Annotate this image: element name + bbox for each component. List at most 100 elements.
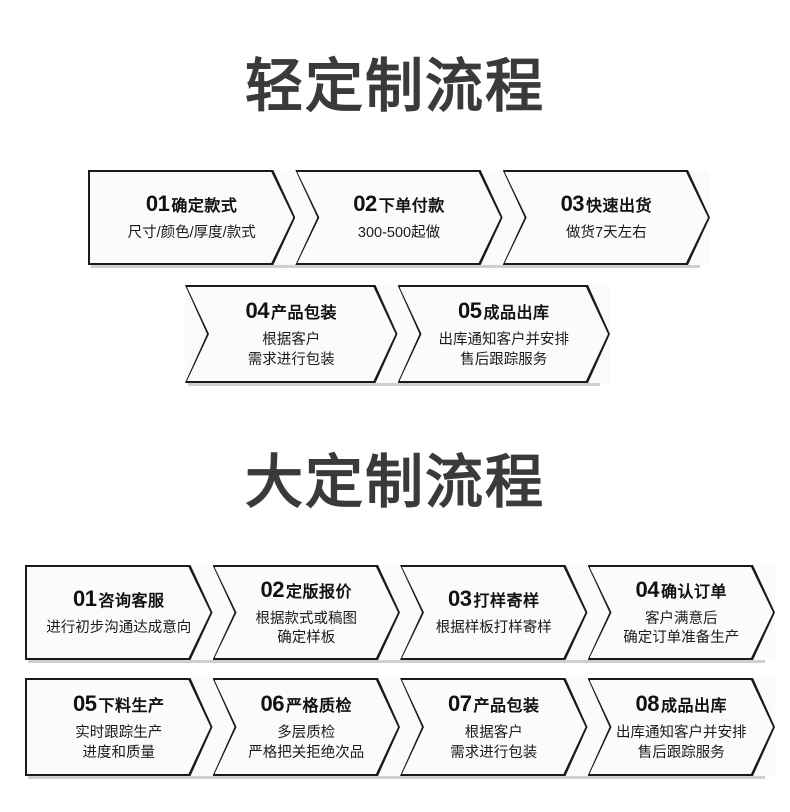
step-title: 确定款式	[171, 198, 238, 216]
step-content: 04 确认订单 客户满意后 确定订单准备生产	[588, 577, 776, 649]
step-title: 咨询客服	[98, 593, 165, 611]
step-description: 出库通知客户并安排 售后跟踪服务	[412, 331, 597, 370]
step-heading: 03 快速出货	[517, 191, 696, 217]
step-title: 严格质检	[285, 698, 352, 716]
step-desc-line-2: 确定样板	[277, 630, 336, 646]
step-content: 05 下料生产 实时跟踪生产 进度和质量	[25, 691, 213, 763]
step-desc-line-1: 根据样板打样寄样	[435, 620, 552, 637]
flow-step-panel[interactable]: 04 确认订单 客户满意后 确定订单准备生产	[587, 565, 776, 660]
big-flow-title: 大定制流程	[244, 450, 545, 515]
flow-step-panel[interactable]: 03 快速出货 做货7天左右	[502, 170, 710, 265]
step-title: 定版报价	[285, 583, 352, 601]
step-content: 06 严格质检 多层质检 严格把关拒绝次品	[213, 691, 401, 763]
step-heading: 01 咨询客服	[39, 586, 199, 612]
step-number: 05	[458, 298, 482, 324]
step-description: 根据客户 需求进行包装	[414, 724, 574, 763]
step-number: 03	[448, 586, 472, 612]
step-heading: 03 打样寄样	[414, 586, 574, 612]
step-heading: 06 严格质检	[227, 691, 387, 717]
step-description: 多层质检 严格把关拒绝次品	[227, 724, 387, 763]
step-description: 根据款式或稿图 确定样板	[227, 610, 387, 649]
step-heading: 07 产品包装	[414, 691, 574, 717]
chevron-shape	[588, 678, 776, 776]
flow-step-panel[interactable]: 07 产品包装 根据客户 需求进行包装	[400, 678, 588, 776]
step-number: 03	[560, 191, 585, 217]
step-content: 08 成品出库 出库通知客户并安排 售后跟踪服务	[588, 691, 776, 763]
flow-step-panel[interactable]: 02 下单付款 300-500起做	[295, 170, 503, 265]
step-number: 08	[635, 691, 660, 717]
step-content: 02 下单付款 300-500起做	[295, 191, 502, 243]
step-desc-line-2: 确定订单准备生产	[623, 630, 740, 646]
step-title: 成品出库	[660, 698, 727, 716]
step-desc-line-1: 进行初步沟通达成意向	[46, 620, 192, 637]
step-description: 根据样板打样寄样	[414, 619, 574, 638]
step-title: 产品包装	[473, 698, 540, 716]
step-title: 下单付款	[378, 198, 445, 216]
step-description: 尺寸/颜色/厚度/款式	[102, 224, 281, 243]
step-number: 04	[635, 576, 660, 602]
step-desc-line-1: 出库通知客户并安排	[616, 725, 747, 742]
step-description: 300-500起做	[309, 224, 488, 243]
flow-step-panel[interactable]: 05 成品出库 出库通知客户并安排 售后跟踪服务	[397, 285, 611, 383]
light-flow-title-wrap: 轻定制流程	[0, 0, 790, 116]
step-desc-line-1: 实时跟踪生产	[75, 725, 163, 742]
big-flow-row-1: 01 咨询客服 进行初步沟通达成意向 02 定版报价 根据款式或稿图 确定样板	[25, 565, 776, 663]
step-description: 出库通知客户并安排 售后跟踪服务	[602, 724, 762, 763]
flow-step-panel[interactable]: 01 确定款式 尺寸/颜色/厚度/款式	[88, 170, 296, 265]
big-flow-row-2: 05 下料生产 实时跟踪生产 进度和质量 06 严格质检 多层质检 严格把关拒绝…	[25, 678, 776, 779]
flow-step-panel[interactable]: 08 成品出库 出库通知客户并安排 售后跟踪服务	[587, 678, 776, 776]
step-title: 成品出库	[483, 305, 550, 323]
step-desc-line-1: 做货7天左右	[566, 225, 647, 242]
chevron-shape	[213, 678, 401, 776]
step-heading: 08 成品出库	[602, 691, 762, 717]
step-desc-line-2: 严格把关拒绝次品	[248, 744, 365, 761]
step-title: 确认订单	[660, 583, 727, 601]
step-title: 快速出货	[586, 198, 653, 216]
flow-step-panel[interactable]: 06 严格质检 多层质检 严格把关拒绝次品	[212, 678, 401, 776]
flow-step-panel[interactable]: 05 下料生产 实时跟踪生产 进度和质量	[25, 678, 213, 776]
flow-step-panel[interactable]: 04 产品包装 根据客户 需求进行包装	[185, 285, 398, 383]
flow-step-panel[interactable]: 02 定版报价 根据款式或稿图 确定样板	[212, 565, 401, 660]
step-number: 02	[260, 576, 285, 602]
step-heading: 02 定版报价	[227, 577, 387, 603]
step-number: 01	[145, 191, 170, 217]
step-content: 01 咨询客服 进行初步沟通达成意向	[25, 586, 213, 638]
step-content: 01 确定款式 尺寸/颜色/厚度/款式	[88, 191, 295, 243]
light-flow-row-2: 04 产品包装 根据客户 需求进行包装 05 成品出库 出库通知客户并安排 售后…	[185, 285, 611, 386]
step-description: 客户满意后 确定订单准备生产	[602, 610, 762, 649]
row-shadow	[188, 383, 600, 386]
flow-step-panel[interactable]: 01 咨询客服 进行初步沟通达成意向	[25, 565, 213, 660]
step-number: 02	[353, 191, 377, 217]
chevron-shape	[398, 285, 611, 383]
step-content: 04 产品包装 根据客户 需求进行包装	[185, 298, 398, 370]
step-title: 打样寄样	[473, 593, 540, 611]
step-heading: 04 确认订单	[602, 577, 762, 603]
light-flow-title: 轻定制流程	[244, 54, 545, 119]
step-number: 04	[245, 298, 270, 324]
step-desc-line-1: 300-500起做	[357, 225, 441, 242]
step-heading: 04 产品包装	[199, 298, 384, 324]
step-number: 06	[260, 691, 285, 717]
row-shadow	[91, 265, 700, 268]
chevron-shape	[295, 170, 502, 265]
flow-step-panel[interactable]: 03 打样寄样 根据样板打样寄样	[400, 565, 588, 660]
step-content: 03 打样寄样 根据样板打样寄样	[400, 586, 588, 638]
step-content: 05 成品出库 出库通知客户并安排 售后跟踪服务	[398, 298, 611, 370]
step-number: 07	[448, 691, 472, 717]
chevron-shape	[588, 565, 776, 660]
step-number: 01	[73, 586, 97, 612]
step-heading: 01 确定款式	[102, 191, 281, 217]
chevron-shape	[213, 565, 401, 660]
light-flow-row-1: 01 确定款式 尺寸/颜色/厚度/款式 02 下单付款 300-500起做	[88, 170, 710, 268]
step-title: 产品包装	[270, 305, 337, 323]
step-desc-line-1: 根据客户	[464, 725, 523, 742]
step-heading: 05 下料生产	[39, 691, 199, 717]
step-heading: 05 成品出库	[412, 298, 597, 324]
chevron-shape	[25, 678, 213, 776]
step-title: 下料生产	[98, 698, 165, 716]
step-description: 做货7天左右	[517, 224, 696, 243]
step-desc-line-1: 尺寸/颜色/厚度/款式	[127, 225, 256, 242]
step-desc-line-2: 需求进行包装	[450, 744, 538, 761]
step-content: 07 产品包装 根据客户 需求进行包装	[400, 691, 588, 763]
